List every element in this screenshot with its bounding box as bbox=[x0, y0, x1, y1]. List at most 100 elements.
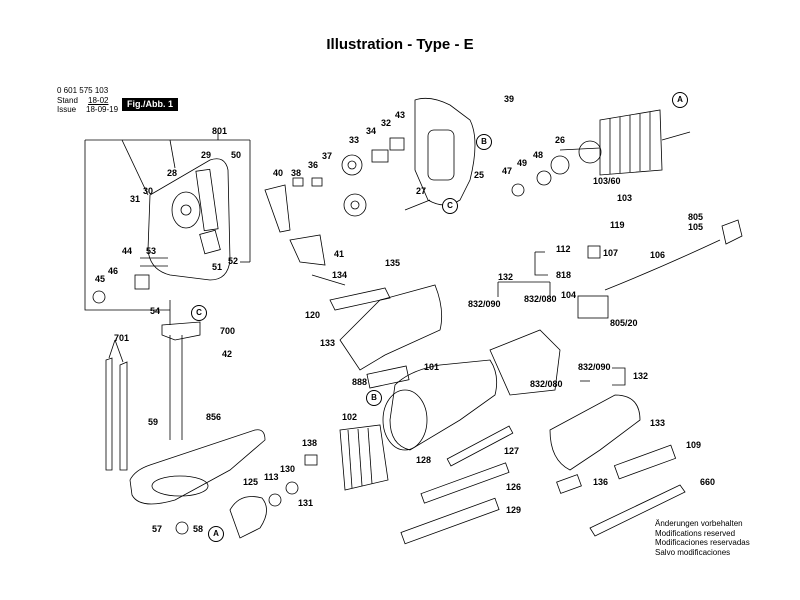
part-label-29: 29 bbox=[201, 150, 212, 160]
part-label-126: 126 bbox=[506, 482, 522, 492]
part-label-36: 36 bbox=[308, 160, 319, 170]
callout-a-base: A bbox=[208, 526, 224, 542]
callout-c-housing: C bbox=[442, 198, 458, 214]
part-label-119: 119 bbox=[610, 220, 625, 230]
part-label-31: 31 bbox=[130, 194, 141, 204]
part-label-51: 51 bbox=[212, 262, 223, 272]
part-label-103: 103 bbox=[617, 193, 633, 203]
stand-label: Stand bbox=[57, 96, 78, 105]
part-label-26: 26 bbox=[555, 135, 566, 145]
part-label-49: 49 bbox=[517, 158, 528, 168]
part-label-58: 58 bbox=[193, 524, 204, 534]
part-label-32: 32 bbox=[381, 118, 392, 128]
part-label-44: 44 bbox=[122, 246, 133, 256]
part-label-133-lower: 133 bbox=[650, 418, 666, 428]
issue-value: 18-09-19 bbox=[86, 105, 119, 114]
part-label-27: 27 bbox=[416, 186, 427, 196]
part-label-101: 101 bbox=[424, 362, 440, 372]
part-label-107: 107 bbox=[603, 248, 619, 258]
callout-a-armature: A bbox=[672, 92, 688, 108]
part-label-46: 46 bbox=[108, 266, 119, 276]
part-label-105: 105 bbox=[688, 222, 704, 232]
part-label-805: 805 bbox=[688, 212, 704, 222]
leader-801 bbox=[84, 140, 170, 311]
gear bbox=[341, 154, 363, 176]
part-label-104: 104 bbox=[561, 290, 577, 300]
part-label-59: 59 bbox=[148, 417, 159, 427]
part-label-136: 136 bbox=[593, 477, 609, 487]
switch bbox=[577, 295, 609, 319]
part-label-50: 50 bbox=[231, 150, 242, 160]
note-line: Salvo modificaciones bbox=[655, 547, 731, 557]
part-label-54: 54 bbox=[150, 306, 161, 316]
part-label-57: 57 bbox=[152, 524, 163, 534]
part-label-109: 109 bbox=[686, 440, 702, 450]
part-label-40: 40 bbox=[273, 168, 284, 178]
part-label-700: 700 bbox=[220, 326, 236, 336]
part-label-129: 129 bbox=[506, 505, 522, 515]
part-label-832-080-lower: 832/080 bbox=[530, 379, 563, 389]
part-label-28: 28 bbox=[167, 168, 178, 178]
armature bbox=[599, 109, 663, 176]
part-label-888: 888 bbox=[352, 377, 368, 387]
gear-housing bbox=[414, 97, 476, 206]
issue-label: Issue bbox=[57, 105, 77, 114]
part-label-38: 38 bbox=[291, 168, 302, 178]
part-label-106: 106 bbox=[650, 250, 666, 260]
part-label-805-20: 805/20 bbox=[610, 318, 638, 328]
upper-cover bbox=[339, 284, 443, 371]
base-plate bbox=[129, 429, 266, 505]
part-label-138: 138 bbox=[302, 438, 318, 448]
part-label-818: 818 bbox=[556, 270, 572, 280]
note-line: Modificaciones reservadas bbox=[655, 538, 750, 547]
part-label-47: 47 bbox=[502, 166, 513, 176]
motor-housing bbox=[389, 359, 498, 451]
part-label-131: 131 bbox=[298, 498, 314, 508]
part-label-856: 856 bbox=[206, 412, 222, 422]
part-label-33: 33 bbox=[349, 135, 360, 145]
part-label-45: 45 bbox=[95, 274, 106, 284]
part-label-53: 53 bbox=[146, 246, 157, 256]
part-label-832-090-upper: 832/090 bbox=[468, 299, 501, 309]
lower-cover bbox=[549, 394, 641, 471]
page-title: Illustration - Type - E bbox=[326, 36, 474, 53]
callout-b-housing: B bbox=[476, 134, 492, 150]
part-label-125: 125 bbox=[243, 477, 259, 487]
part-label-39: 39 bbox=[504, 94, 515, 104]
part-label-801: 801 bbox=[212, 126, 228, 136]
stand-value: 18-02 bbox=[88, 96, 109, 105]
part-label-134: 134 bbox=[332, 270, 348, 280]
part-label-120: 120 bbox=[305, 310, 321, 320]
part-label-41: 41 bbox=[334, 249, 345, 259]
part-label-52: 52 bbox=[228, 256, 239, 266]
part-label-43: 43 bbox=[395, 110, 406, 120]
part-label-113: 113 bbox=[264, 472, 279, 482]
part-label-42: 42 bbox=[222, 349, 233, 359]
part-label-133-upper: 133 bbox=[320, 338, 336, 348]
part-label-832-090-lower: 832/090 bbox=[578, 362, 611, 372]
part-label-832-080-upper: 832/080 bbox=[524, 294, 557, 304]
callout-c-carrier: C bbox=[191, 305, 207, 321]
part-label-102: 102 bbox=[342, 412, 358, 422]
bracket-part bbox=[195, 168, 219, 232]
part-label-127: 127 bbox=[504, 446, 520, 456]
part-label-132-lower: 132 bbox=[633, 371, 649, 381]
part-label-130: 130 bbox=[280, 464, 296, 474]
saw-blade bbox=[105, 357, 113, 471]
part-label-25: 25 bbox=[474, 170, 485, 180]
part-label-37: 37 bbox=[322, 151, 333, 161]
part-number: 0 601 575 103 bbox=[57, 86, 109, 95]
part-label-660: 660 bbox=[700, 477, 716, 487]
part-label-30: 30 bbox=[143, 186, 154, 196]
callout-b-motor: B bbox=[366, 390, 382, 406]
note-line: Änderungen vorbehalten bbox=[655, 519, 743, 528]
part-label-112: 112 bbox=[556, 244, 571, 254]
part-label-132-upper: 132 bbox=[498, 272, 514, 282]
figure-badge: Fig./Abb. 1 bbox=[122, 98, 178, 111]
handle-body bbox=[147, 158, 231, 281]
part-label-34: 34 bbox=[366, 126, 377, 136]
part-label-701: 701 bbox=[114, 333, 130, 343]
part-label-48: 48 bbox=[533, 150, 544, 160]
notes-block: Änderungen vorbehalten Modifications res… bbox=[655, 519, 750, 557]
